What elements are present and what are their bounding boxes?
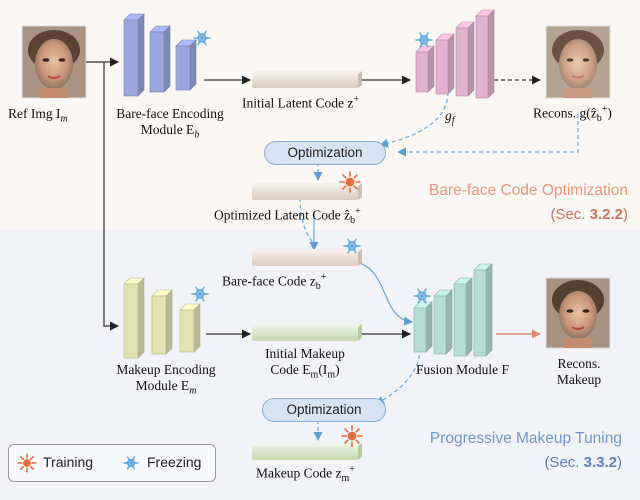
- layer-2: [435, 33, 455, 95]
- layer-3: [455, 21, 475, 97]
- layer-3: [453, 277, 473, 357]
- fusion-module-label: Fusion Module F: [416, 362, 510, 377]
- makeup-encoder-block: [123, 277, 201, 359]
- arrow-ref-to-makeup-encoder: [103, 62, 119, 331]
- gf-label: gf: [445, 108, 455, 127]
- sun-icon-optimized-latent: [339, 171, 361, 193]
- optimization-button-top: Optimization: [264, 141, 386, 165]
- legend-freezing-label: Freezing: [147, 454, 202, 470]
- arrow-bareface-code-to-fusion: [355, 261, 413, 326]
- snowflake-icon-fusion: [413, 288, 431, 304]
- bare-face-section-title: Bare-face Code Optimization: [428, 182, 628, 199]
- bare-face-code-bar: [252, 249, 362, 266]
- legend: Training Freezing: [8, 444, 216, 482]
- layer-2: [149, 25, 171, 93]
- snowflake-icon-gf: [415, 32, 433, 48]
- sun-icon-makeup-code: [341, 425, 363, 447]
- ref-image-label: Ref Img Im: [8, 106, 68, 125]
- snowflake-icon-bare-encoder: [193, 30, 211, 46]
- reconstructed-bare-face-image: [545, 25, 611, 99]
- recons-bare-label: Recons. g(ẑb+): [533, 104, 612, 125]
- snowflake-icon-makeup-encoder: [191, 286, 209, 302]
- fusion-module-block: [413, 263, 493, 357]
- layer-4: [473, 263, 493, 357]
- makeup-code-label: Makeup Code zm+: [256, 464, 355, 485]
- recons-makeup-label: Recons. Makeup: [556, 356, 602, 387]
- initial-makeup-label: Initial Makeup Code Em(Im): [265, 346, 345, 381]
- bare-face-encoder-label: Bare-face Encoding Module Eb: [116, 106, 224, 141]
- legend-training-label: Training: [43, 454, 94, 470]
- layer-1: [415, 45, 435, 93]
- makeup-section-title: Progressive Makeup Tuning: [429, 430, 622, 447]
- layer-1: [413, 301, 433, 353]
- sun-icon: [17, 453, 37, 473]
- sun-icon-legend: [17, 453, 37, 473]
- optimized-latent-bar: [252, 183, 362, 200]
- snowflake-icon-bare-code: [343, 238, 361, 254]
- makeup-section-ref: (Sec. 3.3.2): [544, 454, 622, 471]
- ref-image: [21, 25, 87, 99]
- main-connectors: [86, 57, 411, 339]
- layer-4: [475, 9, 495, 99]
- bare-face-encoder-block: [123, 13, 197, 97]
- bare-face-code-label: Bare-face Code zb+: [222, 272, 327, 293]
- latent-code-bars: [252, 71, 362, 460]
- layer-2: [433, 289, 453, 355]
- snowflake-icon: [123, 456, 139, 470]
- initial-latent-label: Initial Latent Code z+: [242, 94, 359, 111]
- bare-face-section-ref: (Sec. 3.2.2): [550, 206, 628, 223]
- reconstructed-makeup-image: [545, 277, 611, 349]
- snowflake-icon-legend: [123, 456, 139, 470]
- layer-2: [151, 289, 173, 355]
- gf-generator-block: [415, 9, 495, 99]
- initial-makeup-bar: [252, 324, 362, 341]
- initial-latent-bar: [252, 71, 362, 88]
- makeup-encoder-label: Makeup Encoding Module Em: [116, 362, 216, 397]
- layer-1: [123, 277, 145, 359]
- layer-3: [175, 39, 197, 91]
- optimized-latent-label: Optimized Latent Code ẑb+: [214, 206, 361, 227]
- layer-3: [179, 303, 201, 353]
- optimization-button-bottom: Optimization: [262, 398, 386, 422]
- layer-1: [123, 13, 145, 97]
- optimization-connectors: [299, 91, 579, 441]
- legend-icons: [17, 453, 139, 473]
- makeup-code-bar: [252, 443, 362, 460]
